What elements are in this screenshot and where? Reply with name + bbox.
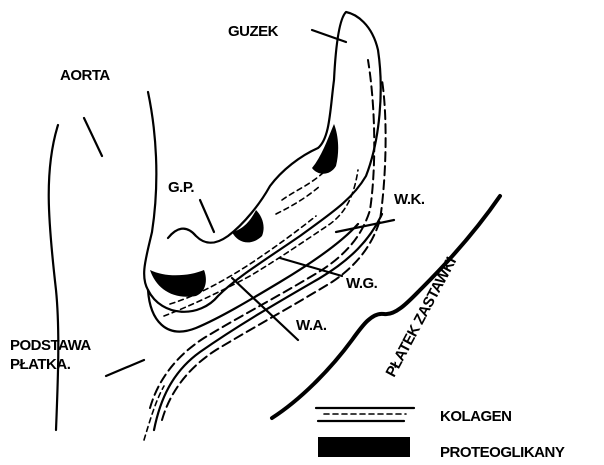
label-wk: W.K. xyxy=(394,191,425,208)
platek-zastawki-curve xyxy=(272,196,500,418)
legend-kolagen-label: KOLAGEN xyxy=(440,408,512,425)
pointer-wk xyxy=(336,220,394,232)
collagen-layer-1 xyxy=(162,80,386,420)
label-aorta: AORTA xyxy=(60,67,110,84)
aortic-sinus-outline xyxy=(144,92,156,290)
leaflet-lower-body xyxy=(154,214,382,430)
legend-kolagen-swatch xyxy=(316,408,414,421)
legend-proteoglikany-label: PROTEOGLIKANY xyxy=(440,444,565,461)
label-platek-zastawki: PŁATEK ZASTAWKI xyxy=(383,254,460,380)
pointer-wg xyxy=(280,258,342,276)
label-wg: W.G. xyxy=(346,275,378,292)
pointer-podstawa xyxy=(106,360,144,376)
label-gp: G.P. xyxy=(168,179,194,196)
proteoglycan-region-base xyxy=(150,270,206,297)
label-guzek: GUZEK xyxy=(228,23,279,40)
aorta-wall-outline xyxy=(49,125,59,430)
legend-proteoglikany-swatch xyxy=(318,437,410,457)
legend: KOLAGEN PROTEOGLIKANY xyxy=(316,408,565,461)
label-podstawa-line2: PŁATKA. xyxy=(10,356,71,373)
pointer-aorta xyxy=(84,118,102,156)
collagen-layer-5 xyxy=(282,170,326,200)
pointer-guzek xyxy=(312,30,346,42)
proteoglycan-region-mid xyxy=(232,210,264,242)
label-wa: W.A. xyxy=(296,317,327,334)
label-podstawa-line1: PODSTAWA xyxy=(10,337,91,354)
pointer-gp xyxy=(200,200,214,232)
